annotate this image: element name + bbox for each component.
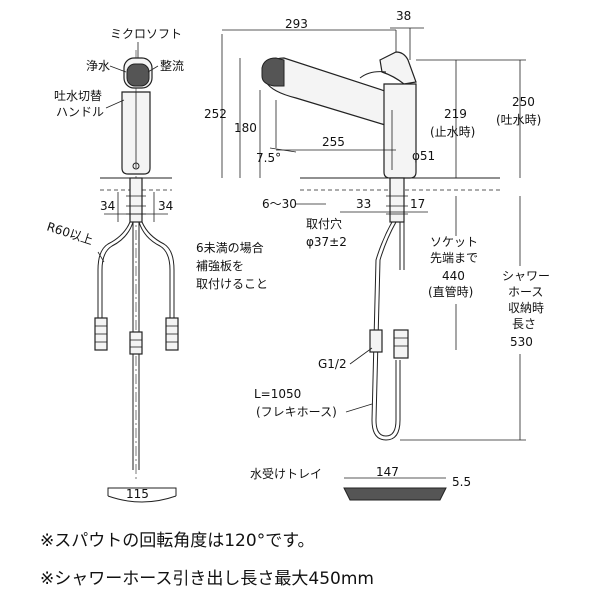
note-rotation-angle: ※スパウトの回転角度は120°です。 (40, 531, 315, 551)
reinforcement-note-line2: 補強板を (196, 259, 244, 273)
angle-label: 7.5° (256, 151, 281, 165)
hose-length-line2: (フレキホース) (256, 405, 337, 419)
dim-252: 252 (204, 107, 227, 121)
hose-length-line1: L=1050 (254, 387, 301, 401)
front-nozzle (126, 63, 150, 87)
side-shower-hose (371, 221, 401, 441)
handle-label-line2: ハンドル (56, 105, 104, 119)
purified-label: 浄水 (86, 59, 110, 73)
side-view: 293 38 252 180 7.5° 255 φ51 219 (止水時) 25… (204, 9, 550, 501)
front-base-screw (132, 162, 140, 170)
side-spout-nozzle (261, 57, 285, 87)
front-base-outline (107, 487, 177, 496)
dim-250: 250 (512, 95, 535, 109)
mount-hole-line2: φ37±2 (306, 235, 347, 249)
socket-line1: ソケット (430, 235, 478, 249)
reinforcement-note-line3: 取付けること (196, 277, 268, 291)
socket-line2: 先端まで (430, 251, 478, 265)
front-left-hose (101, 221, 134, 320)
tray-width-dim: 147 (376, 465, 399, 479)
dim-180: 180 (234, 121, 257, 135)
stop-water-label: (止水時) (430, 125, 475, 139)
front-center-fitting (129, 331, 143, 355)
dim-34-left: 34 (100, 199, 115, 213)
thickness-range: 6〜30 (262, 197, 297, 211)
front-right-hose (138, 221, 171, 320)
handle-label-line1: 吐水切替 (54, 89, 102, 103)
dim-17: 17 (410, 197, 425, 211)
side-spout (265, 57, 397, 127)
dim-33: 33 (356, 197, 371, 211)
dim-293: 293 (285, 17, 308, 31)
shower-line5: 530 (510, 335, 533, 349)
radius-label: R60以上 (45, 220, 95, 248)
micro-soft-label: ミクロソフト (110, 27, 182, 41)
tray-label: 水受けトレイ (250, 467, 322, 481)
side-faucet-body (383, 83, 417, 179)
regular-flow-label: 整流 (160, 58, 184, 73)
dim-34-right: 34 (158, 199, 173, 213)
mount-hole-line1: 取付穴 (306, 216, 342, 231)
discharge-label: (吐水時) (496, 113, 541, 127)
side-fitting (369, 329, 383, 353)
socket-line3: 440 (442, 269, 465, 283)
reinforcement-note-line1: 6未満の場合 (196, 240, 264, 255)
shower-line4: 長さ (512, 317, 536, 331)
dim-219: 219 (444, 107, 467, 121)
socket-line4: (直管時) (428, 284, 473, 299)
water-tray (343, 487, 447, 501)
side-socket (393, 329, 409, 359)
front-view: ミクロソフト 浄水 整流 吐水切替 ハンドル 34 34 R60以上 6未満の場… (45, 27, 268, 503)
front-mount-shank (129, 177, 143, 223)
shower-line3: 収納時 (508, 301, 544, 315)
note-hose-pull-length: ※シャワーホース引き出し長さ最大450mm (40, 569, 374, 589)
dim-255: 255 (322, 135, 345, 149)
thread-label: G1/2 (318, 357, 347, 371)
shower-line2: ホース (508, 285, 543, 299)
side-handle-lever (379, 51, 417, 85)
side-mount-shank (389, 177, 405, 223)
base-width-dim: 115 (126, 487, 149, 501)
dim-38: 38 (396, 9, 411, 23)
tray-height-dim: 5.5 (452, 475, 471, 489)
shower-line1: シャワー (502, 269, 550, 283)
phi51-label: φ51 (412, 149, 435, 163)
